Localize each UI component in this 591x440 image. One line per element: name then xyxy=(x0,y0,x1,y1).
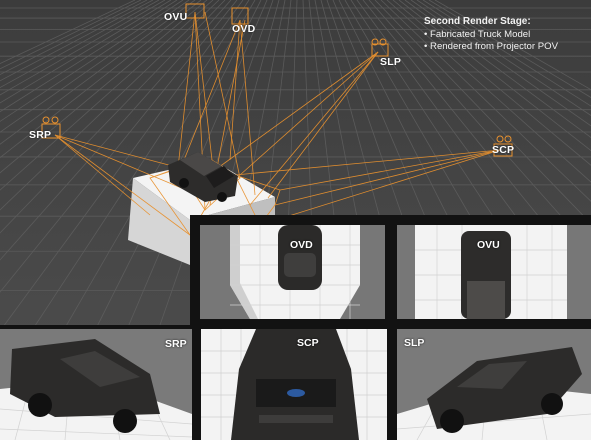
camera-label-ovd: OVD xyxy=(232,23,256,35)
render-panel-ovd: OVD xyxy=(200,225,385,319)
view-label-srp: SRP xyxy=(165,338,187,350)
info-bullet-1: • Fabricated Truck Model xyxy=(424,28,531,40)
camera-label-scp: SCP xyxy=(492,144,515,156)
render-panel-slp: SLP xyxy=(397,329,591,440)
projector-icons xyxy=(41,3,513,157)
render-panel-scp: SCP xyxy=(201,329,387,440)
view-label-scp: SCP xyxy=(297,337,319,349)
projector-ovd-icon xyxy=(231,7,249,25)
view-label-ovd: OVD xyxy=(290,239,313,251)
render-panel-ovu: OVU xyxy=(397,225,591,319)
view-label-slp: SLP xyxy=(404,337,425,349)
info-bullet-2: • Rendered from Projector POV xyxy=(424,41,558,52)
projector-frustums xyxy=(54,11,501,236)
projector-ovu-icon xyxy=(185,3,205,19)
stage-pedestal-side xyxy=(128,178,190,265)
view-label-ovu: OVU xyxy=(477,239,500,251)
projector-slp-icon xyxy=(371,43,389,57)
camera-label-srp: SRP xyxy=(29,129,52,141)
truck-model xyxy=(168,152,238,202)
projector-scp-icon xyxy=(493,143,513,157)
info-title: Second Render Stage: xyxy=(424,16,531,27)
render-panel-srp: SRP xyxy=(0,329,192,440)
camera-label-ovu: OVU xyxy=(164,11,188,23)
projector-srp-icon xyxy=(41,123,61,139)
camera-label-slp: SLP xyxy=(380,56,402,68)
info-caption: Second Render Stage: • Fabricated Truck … xyxy=(424,16,558,54)
